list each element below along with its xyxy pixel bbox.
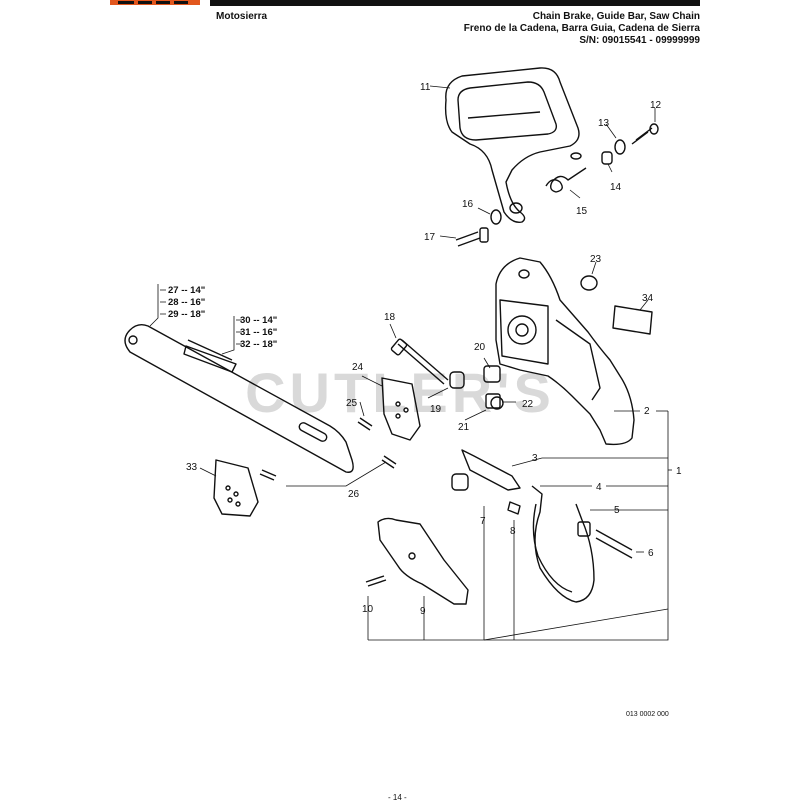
section-title: Chain Brake, Guide Bar, Saw Chain Freno … [464, 11, 700, 47]
callout-17: 17 [424, 232, 436, 243]
saw-chain-part [183, 345, 237, 373]
callout-25: 25 [346, 398, 358, 409]
callout-22: 22 [522, 399, 534, 410]
chain-option: 30 -- 14" [240, 315, 277, 326]
brake-lever-part [377, 517, 469, 605]
pin-part [507, 501, 521, 515]
label-part [612, 305, 653, 335]
bar-plate-part [213, 459, 259, 517]
stud-part [390, 338, 449, 385]
page-title: Motosierra [216, 11, 268, 22]
callout-14: 14 [610, 182, 622, 193]
nut-part [490, 396, 504, 410]
callout-20: 20 [474, 342, 486, 353]
guide-bar-part [124, 323, 354, 473]
callout-34: 34 [642, 293, 654, 304]
leader-lines [149, 85, 672, 641]
washer-part [490, 209, 502, 225]
callout-21: 21 [458, 422, 470, 433]
callout-1: 1 [676, 466, 682, 477]
bar-option: 27 -- 14" [168, 285, 205, 296]
adjuster-part [483, 365, 501, 383]
callout-7: 7 [480, 516, 486, 527]
callout-26: 26 [348, 489, 360, 500]
bushing-part [601, 151, 613, 165]
callout-9: 9 [420, 606, 426, 617]
screw-part [631, 123, 659, 145]
diagram-code: 013 0002 000 [626, 711, 669, 718]
page-number: - 14 - [388, 793, 407, 802]
spring-part [545, 167, 587, 193]
washer-part [614, 139, 626, 155]
callout-13: 13 [598, 118, 610, 129]
bar-option: 28 -- 16" [168, 297, 205, 308]
callout-11: 11 [420, 82, 431, 93]
callout-5: 5 [614, 505, 620, 516]
clutch-cover-part [495, 257, 635, 446]
callout-12: 12 [650, 100, 662, 111]
screw-part [381, 455, 397, 469]
screw-part [455, 227, 489, 247]
brand-logo [110, 0, 210, 6]
callout-19: 19 [430, 404, 442, 415]
callout-16: 16 [462, 199, 474, 210]
brake-link-part [461, 449, 521, 491]
callout-24: 24 [352, 362, 364, 373]
callout-33: 33 [186, 462, 198, 473]
callout-10: 10 [362, 604, 374, 615]
chain-option: 31 -- 16" [240, 327, 277, 338]
screw-part [259, 469, 277, 481]
chain-option: 32 -- 18" [240, 339, 277, 350]
screw-part [365, 575, 387, 587]
section-title-line: Chain Brake, Guide Bar, Saw Chain [532, 11, 700, 22]
plate-part [381, 377, 421, 441]
section-title-line: Freno de la Cadena, Barra Guia, Cadena d… [463, 23, 700, 34]
bushing-part [451, 473, 469, 491]
callout-18: 18 [384, 312, 396, 323]
nut-part [577, 521, 591, 537]
callout-4: 4 [596, 482, 602, 493]
spacer-part [449, 371, 465, 389]
bar-option: 29 -- 18" [168, 309, 205, 320]
callout-3: 3 [532, 453, 538, 464]
callout-23: 23 [590, 254, 602, 265]
brake-spring-part [595, 529, 633, 559]
callout-6: 6 [648, 548, 654, 559]
callout-15: 15 [576, 206, 588, 217]
header-rule [110, 0, 700, 6]
callout-2: 2 [644, 406, 650, 417]
screw-part [357, 417, 373, 431]
nut-part [580, 275, 598, 291]
callout-8: 8 [510, 526, 516, 537]
serial-range: S/N: 09015541 - 09999999 [579, 35, 700, 46]
hand-guard-part [444, 67, 582, 223]
brake-band-part [531, 485, 595, 603]
